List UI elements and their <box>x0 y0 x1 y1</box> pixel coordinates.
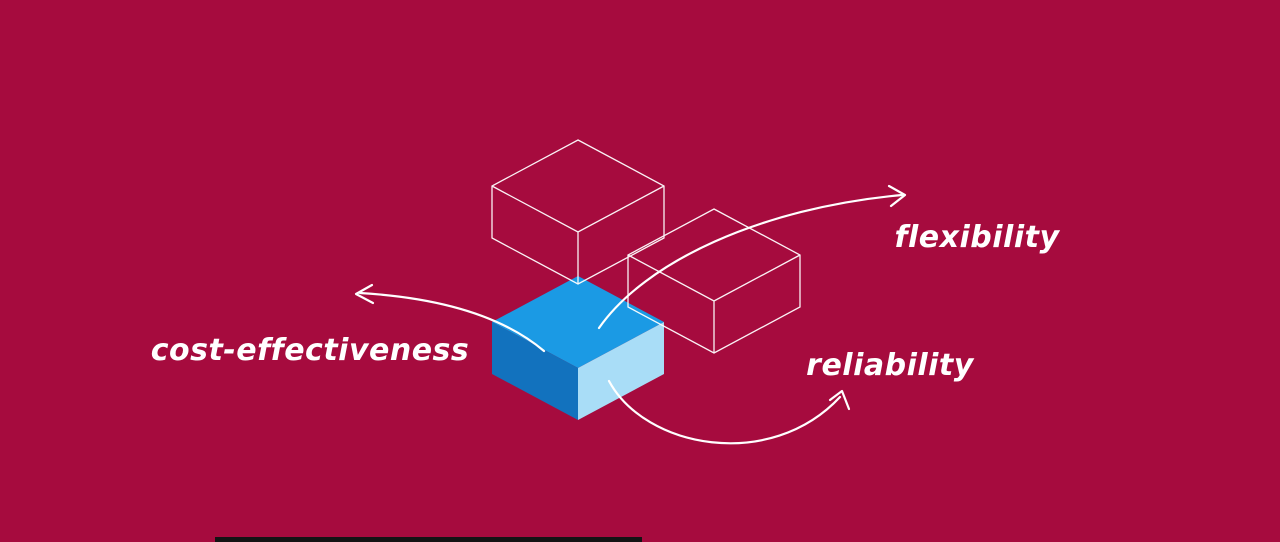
arrow-flexibility <box>597 193 904 330</box>
cube-outlines <box>491 139 801 354</box>
arrowhead-reliability <box>828 389 851 411</box>
arrow-reliability <box>607 379 842 445</box>
arrows <box>354 184 907 445</box>
cost-effectiveness-label: cost-effectiveness <box>151 333 470 368</box>
cube-right-face <box>578 322 664 420</box>
arrow-cost-effectiveness <box>358 291 546 353</box>
arrowhead-cost-effectiveness <box>354 283 375 305</box>
cube-outline-right <box>627 208 801 354</box>
reliability-label: reliability <box>806 348 975 383</box>
arrowhead-flexibility <box>887 184 907 208</box>
bottom-progress-bar <box>215 537 642 542</box>
cube-outline-top <box>491 139 665 285</box>
flexibility-label: flexibility <box>894 220 1060 255</box>
cube-left-face <box>492 322 578 420</box>
